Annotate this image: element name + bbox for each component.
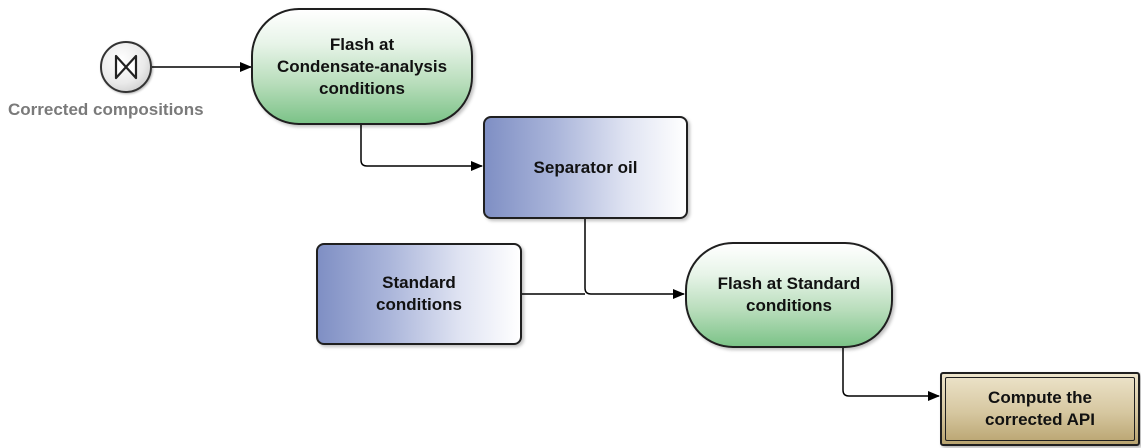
separator-oil-label: Separator oil: [533, 157, 638, 177]
flash-standard-node[interactable]: Flash at Standard conditions: [685, 242, 893, 348]
flash-condensate-node[interactable]: Flash at Condensate-analysis conditions: [251, 8, 473, 125]
connector-flash-to-separator: [360, 125, 483, 171]
compute-api-label: Compute the corrected API: [985, 388, 1095, 429]
flash-standard-label: Flash at Standard conditions: [717, 274, 861, 315]
compute-api-node[interactable]: Compute the corrected API: [940, 372, 1140, 446]
flash-condensate-label: Flash at Condensate-analysis conditions: [276, 34, 448, 98]
separator-oil-node[interactable]: Separator oil: [483, 116, 688, 219]
bowtie-gateway-icon: [114, 54, 138, 80]
connector-flash-standard-to-compute: [842, 348, 940, 401]
start-event-label: Corrected compositions: [8, 100, 204, 119]
start-event[interactable]: [100, 41, 152, 93]
standard-conditions-label: Standard conditions: [376, 273, 462, 314]
standard-conditions-node[interactable]: Standard conditions: [316, 243, 522, 345]
connector-separator-to-flash-standard: [584, 218, 685, 299]
